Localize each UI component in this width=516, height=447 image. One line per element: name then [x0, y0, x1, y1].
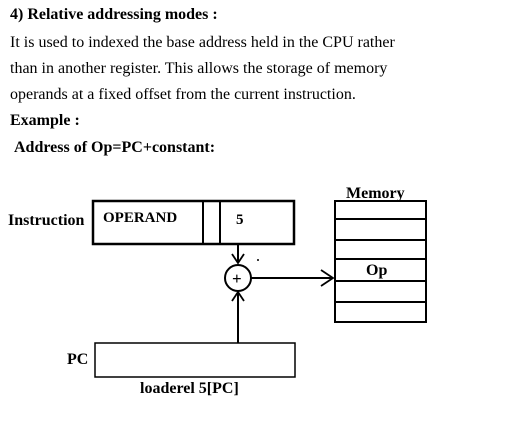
- pc-arrowhead: [231, 290, 245, 302]
- memory-block: [334, 200, 427, 323]
- instruction-caption: loaderel 5[PC]: [140, 380, 239, 397]
- constant-value: 5: [236, 212, 244, 228]
- pc-register: [94, 342, 296, 378]
- op-label: Op: [366, 262, 387, 279]
- pc-label: PC: [67, 351, 88, 368]
- adder-symbol: +: [232, 269, 242, 288]
- instruction-label: Instruction: [8, 212, 85, 229]
- memory-label: Memory: [346, 185, 405, 202]
- constant-arrowhead: [231, 253, 245, 265]
- example-label: Example :: [10, 112, 80, 129]
- instruction-register: [91, 199, 296, 246]
- heading: 4) Relative addressing modes :: [10, 6, 218, 23]
- paragraph-line-3: operands at a fixed offset from the curr…: [10, 86, 356, 103]
- paragraph-line-1: It is used to indexed the base address h…: [10, 34, 395, 51]
- paragraph-line-2: than in another register. This allows th…: [10, 60, 388, 77]
- formula-text: Address of Op=PC+constant:: [14, 139, 216, 156]
- small-dot: [257, 259, 259, 261]
- memory-arrowhead: [320, 269, 335, 287]
- operand-label: OPERAND: [103, 210, 177, 226]
